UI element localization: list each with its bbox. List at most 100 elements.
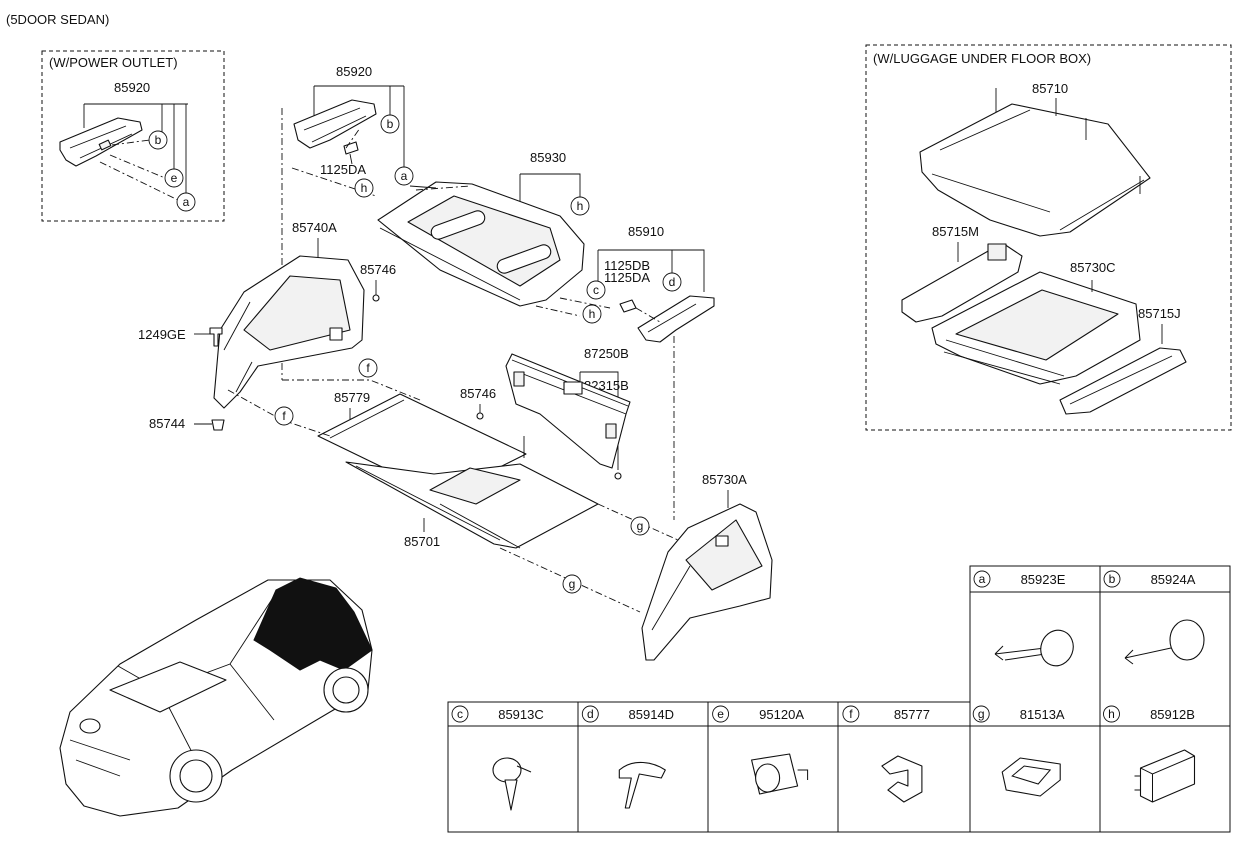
legend-letter-circle bbox=[451, 705, 469, 723]
screw-1125DA-upper bbox=[343, 141, 359, 165]
side-trim-inset-part bbox=[59, 117, 143, 167]
luggage-box-inset-title: (W/LUGGAGE UNDER FLOOR BOX) bbox=[873, 51, 1091, 66]
part-label-85730C: 85730C bbox=[1070, 260, 1116, 275]
svg-text:g: g bbox=[569, 577, 576, 591]
floor-box-rear-rail-part bbox=[1059, 347, 1187, 415]
callout-b: b bbox=[380, 114, 400, 134]
callout-f-upper: f bbox=[358, 358, 378, 378]
callout-e-inset: e bbox=[164, 168, 184, 188]
power-outlet-inset-title: (W/POWER OUTLET) bbox=[49, 55, 178, 70]
legend-letter-circle bbox=[1103, 705, 1120, 723]
svg-text:f: f bbox=[366, 361, 370, 375]
part-label-85740A: 85740A bbox=[292, 220, 337, 235]
legend-letter-circle bbox=[581, 705, 599, 723]
part-label-85710: 85710 bbox=[1032, 81, 1068, 96]
svg-text:g: g bbox=[637, 519, 644, 533]
left-quarter-trim-part bbox=[213, 255, 365, 409]
legend-letter: f bbox=[849, 707, 853, 721]
legend-letter: e bbox=[717, 707, 724, 721]
legend-part-number: 85914D bbox=[629, 707, 675, 722]
legend-cell-d: d 85914D bbox=[581, 705, 675, 809]
part-label-87250B: 87250B bbox=[584, 346, 629, 361]
callout-f-lower: f bbox=[274, 406, 294, 426]
part-label-85910: 85910 bbox=[628, 224, 664, 239]
svg-text:a: a bbox=[401, 169, 408, 183]
legend-letter-circle bbox=[972, 705, 990, 723]
legend-part-illustration-81513A bbox=[1001, 757, 1061, 797]
svg-text:a: a bbox=[183, 195, 190, 209]
legend-letter: d bbox=[587, 707, 594, 721]
part-label-85715M: 85715M bbox=[932, 224, 979, 239]
legend-part-illustration-85914D bbox=[618, 761, 666, 809]
legend-letter: b bbox=[1109, 572, 1116, 586]
part-label-85730A: 85730A bbox=[702, 472, 747, 487]
part-label-85701: 85701 bbox=[404, 534, 440, 549]
floor-box-tray-part bbox=[931, 271, 1141, 385]
luggage-board-part bbox=[919, 88, 1151, 237]
legend-letter: a bbox=[979, 572, 986, 586]
svg-text:b: b bbox=[155, 133, 162, 147]
part-label-1125DA-right: 1125DA bbox=[604, 270, 650, 285]
bolt-1249GE bbox=[209, 327, 223, 347]
part-label-85715J: 85715J bbox=[1138, 306, 1181, 321]
vehicle-illustration bbox=[59, 577, 373, 817]
legend-table bbox=[447, 565, 1231, 833]
diagram-title: (5DOOR SEDAN) bbox=[6, 12, 109, 27]
part-label-85746-lower: 85746 bbox=[460, 386, 496, 401]
legend-part-illustration-95120A bbox=[751, 753, 809, 795]
svg-text:h: h bbox=[577, 199, 584, 213]
legend-part-number: 95120A bbox=[759, 707, 804, 722]
legend-part-illustration-85777 bbox=[881, 755, 923, 803]
clip-85746-upper bbox=[372, 294, 380, 302]
svg-text:f: f bbox=[282, 409, 286, 423]
legend-letter-circle bbox=[842, 705, 860, 723]
luggage-box-inset-frame bbox=[865, 44, 1232, 431]
callout-h-top: h bbox=[570, 196, 590, 216]
part-label-85779: 85779 bbox=[334, 390, 370, 405]
callout-b-inset: b bbox=[148, 130, 168, 150]
legend-part-illustration-85924A bbox=[1124, 619, 1205, 665]
callout-a: a bbox=[394, 166, 414, 186]
part-label-1125DB: 1125DB bbox=[604, 258, 650, 273]
legend-letter-circle bbox=[1103, 570, 1121, 588]
legend-cell-c: c 85913C bbox=[451, 705, 544, 811]
part-label-85744: 85744 bbox=[149, 416, 185, 431]
right-side-trim-upper-part bbox=[637, 295, 715, 343]
legend-part-illustration-85913C bbox=[492, 757, 532, 811]
part-label-1249GE: 1249GE bbox=[138, 327, 186, 342]
svg-text:h: h bbox=[589, 307, 596, 321]
callout-g-upper: g bbox=[630, 516, 650, 536]
legend-part-illustration-85923E bbox=[994, 629, 1074, 667]
svg-text:d: d bbox=[669, 275, 676, 289]
clip-85744 bbox=[211, 419, 225, 431]
legend-letter: g bbox=[978, 707, 985, 721]
svg-text:b: b bbox=[387, 117, 394, 131]
legend-part-number: 85777 bbox=[894, 707, 930, 722]
power-outlet-inset-frame bbox=[41, 50, 225, 222]
screw-1125DA-right bbox=[619, 299, 637, 313]
part-label-1125DA-upper: 1125DA bbox=[320, 162, 366, 177]
part-label-85746-upper: 85746 bbox=[360, 262, 396, 277]
legend-letter-circle bbox=[973, 570, 991, 588]
svg-text:e: e bbox=[171, 171, 178, 185]
callout-h-left: h bbox=[354, 178, 374, 198]
right-quarter-trim-part bbox=[641, 503, 773, 661]
legend-part-number: 85913C bbox=[498, 707, 544, 722]
legend-letter-circle bbox=[712, 705, 730, 723]
rear-transom-cover-part bbox=[505, 353, 631, 469]
clip-85746-lower bbox=[476, 412, 484, 420]
part-label-85920-inset: 85920 bbox=[114, 80, 150, 95]
part-label-85930: 85930 bbox=[530, 150, 566, 165]
callout-h-bottom: h bbox=[582, 304, 602, 324]
side-trim-upper-part bbox=[293, 99, 377, 149]
part-label-85920: 85920 bbox=[336, 64, 372, 79]
fastener-82315B bbox=[614, 472, 622, 480]
legend-letter: h bbox=[1108, 707, 1115, 721]
legend-letter: c bbox=[457, 707, 463, 721]
callout-d: d bbox=[662, 272, 682, 292]
